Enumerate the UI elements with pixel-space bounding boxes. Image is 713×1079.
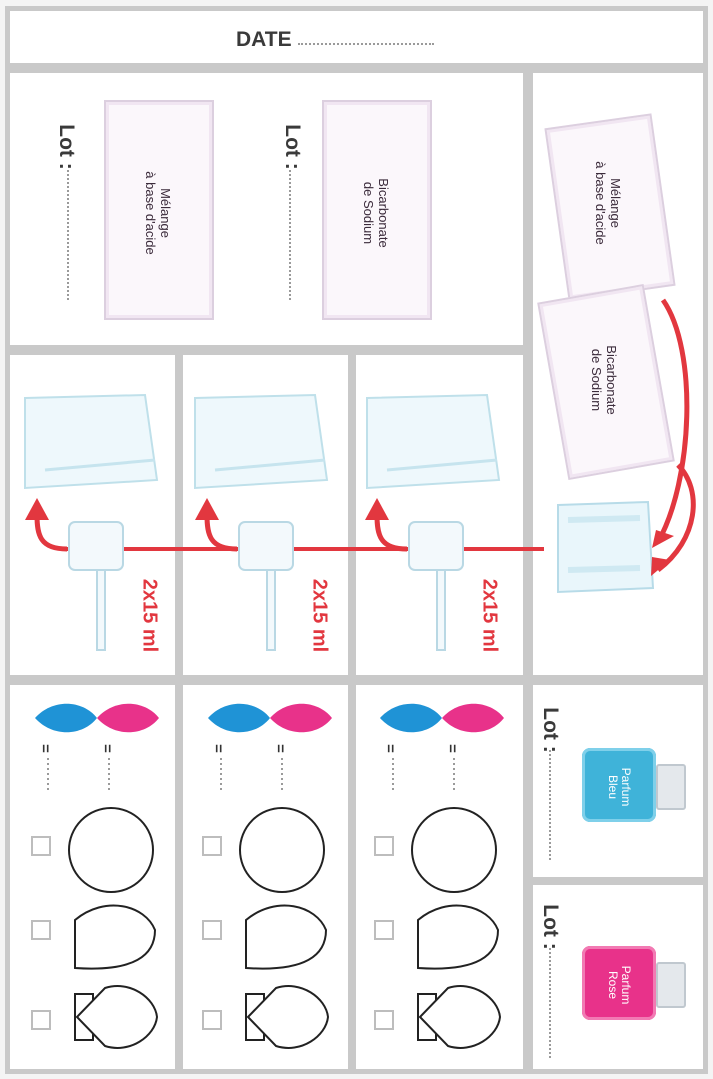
blue-perfume-cap-icon (656, 764, 686, 810)
pink-drop-3-icon (442, 704, 504, 733)
arrow-pour-3-icon (377, 515, 407, 549)
scallop-mold-3-icon (418, 986, 500, 1048)
checkbox-circle-3[interactable] (374, 836, 394, 856)
acid-packet-mix-line1: Mélange (608, 145, 623, 261)
checkbox-scallop-2[interactable] (202, 1010, 222, 1030)
eq-pink-1: = (99, 744, 116, 754)
shell-mold-1-icon (75, 906, 155, 969)
pink-perfume-cap-icon (656, 962, 686, 1008)
checkbox-scallop-3[interactable] (374, 1010, 394, 1030)
mixing-beaker-icon (558, 502, 653, 592)
acid-packet-mix-label: Mélange à base d'acide (593, 145, 623, 261)
arrow-acid-to-beaker-icon (658, 300, 687, 542)
lot-label-bicarbonate: Lot : (280, 117, 304, 177)
mix-cells-illustration (5, 350, 528, 680)
acid-packet-line2: à base d'acide (143, 155, 158, 271)
beaker-1-icon (25, 395, 157, 488)
date-box (5, 6, 708, 68)
eq-pink-2: = (272, 744, 289, 754)
date-field[interactable] (298, 43, 434, 45)
blue-drop-1-icon (35, 704, 97, 733)
lot-label-acid: Lot : (54, 117, 78, 177)
dose-label-1: 2x15 ml (138, 571, 161, 661)
bicarbonate-packet-line2: de Sodium (361, 155, 376, 271)
eq-blue-3: = (382, 744, 399, 754)
blue-drop-3-icon (380, 704, 442, 733)
acid-packet-line1: Mélange (158, 155, 173, 271)
dose-label-2: 2x15 ml (308, 571, 331, 661)
eq-blue-1: = (37, 744, 54, 754)
checkbox-shell-2[interactable] (202, 920, 222, 940)
blue-perfume-line1: Parfum (619, 748, 632, 826)
bicarbonate-packet-line1: Bicarbonate (376, 155, 391, 271)
arrow-pour-2-icon (207, 515, 237, 549)
mixing-beaker-illustration (528, 280, 708, 620)
circle-mold-1-icon (69, 808, 153, 892)
pink-perfume-line1: Parfum (619, 946, 632, 1024)
beaker-2-icon (195, 395, 327, 488)
molds-illustration (5, 680, 528, 1074)
eq-blue-2: = (210, 744, 227, 754)
arrowhead-acid-icon (652, 530, 674, 548)
checkbox-shell-3[interactable] (374, 920, 394, 940)
eq-pink-3: = (444, 744, 461, 754)
blue-perfume-line2: Bleu (606, 748, 619, 826)
checkbox-shell-1[interactable] (31, 920, 51, 940)
circle-mold-3-icon (412, 808, 496, 892)
acid-packet-label: Mélange à base d'acide (143, 155, 173, 271)
scallop-mold-1-icon (75, 986, 157, 1048)
pink-drop-2-icon (270, 704, 332, 733)
lot-field-bicarbonate[interactable] (289, 170, 291, 300)
pink-perfume-line2: Rose (606, 946, 619, 1024)
shell-mold-2-icon (246, 906, 326, 969)
measuring-spoon-3-icon (409, 522, 463, 650)
beaker-3-icon (367, 395, 499, 488)
pink-perfume-label: Parfum Rose (606, 946, 632, 1024)
lot-field-acid[interactable] (67, 170, 69, 300)
blue-drop-2-icon (208, 704, 270, 733)
scallop-mold-2-icon (246, 986, 328, 1048)
checkbox-circle-2[interactable] (202, 836, 222, 856)
measuring-spoon-2-icon (239, 522, 293, 650)
checkbox-circle-1[interactable] (31, 836, 51, 856)
arrow-bicarbonate-to-beaker-icon (658, 465, 693, 570)
arrowhead-bicarbonate-icon (651, 557, 670, 576)
ingredient-lots-box (5, 68, 528, 350)
measuring-spoon-1-icon (69, 522, 123, 650)
blue-perfume-label: Parfum Bleu (606, 748, 632, 826)
lot-field-blue-perfume[interactable] (549, 750, 551, 860)
shell-mold-3-icon (418, 906, 498, 969)
acid-packet-mix-line2: à base d'acide (593, 145, 608, 261)
circle-mold-2-icon (240, 808, 324, 892)
date-label: DATE (236, 28, 292, 52)
checkbox-scallop-1[interactable] (31, 1010, 51, 1030)
pink-drop-1-icon (97, 704, 159, 733)
bicarbonate-packet-label: Bicarbonate de Sodium (361, 155, 391, 271)
arrow-pour-1-icon (37, 515, 67, 549)
lot-field-pink-perfume[interactable] (549, 948, 551, 1058)
dose-label-3: 2x15 ml (478, 571, 501, 661)
arrowhead-pour-1-icon (25, 498, 49, 520)
arrowhead-pour-2-icon (195, 498, 219, 520)
arrowhead-pour-3-icon (365, 498, 389, 520)
